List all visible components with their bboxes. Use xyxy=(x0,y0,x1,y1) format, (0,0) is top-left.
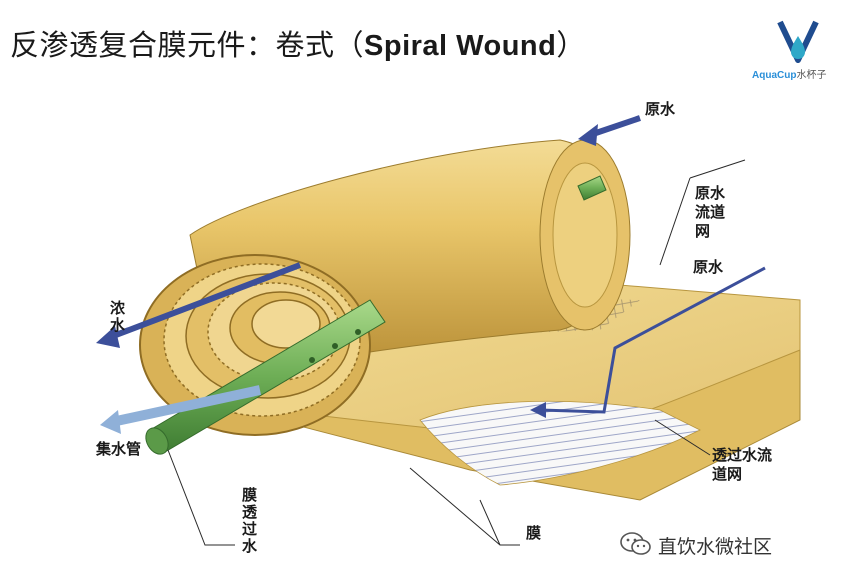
leader-membrane-permeate xyxy=(167,449,235,546)
label-raw-water-top: 原水 xyxy=(645,100,676,118)
logo-text: AquaCup水杯子 xyxy=(752,70,827,81)
raw-water-flow-line xyxy=(539,266,766,414)
raw-water-inlet-arrow xyxy=(589,115,641,138)
wechat-icon xyxy=(620,532,651,555)
label-raw-water-channel-net: 原水流道网 xyxy=(695,184,726,240)
title-english: Spiral Wound xyxy=(364,30,557,62)
page-title: 反渗透复合膜元件：卷式（Spiral Wound） xyxy=(10,22,586,64)
leader-permeate-net xyxy=(654,419,711,456)
concentrate-arrow xyxy=(106,262,302,341)
spiral-cross-section xyxy=(139,254,371,436)
permeate-outlet-arrow xyxy=(110,385,262,427)
label-raw-water-mid: 原水 xyxy=(693,258,724,276)
watermark-text: 直饮水微社区 xyxy=(658,536,773,558)
label-permeate-channel-net: 透过水流道网 xyxy=(712,446,773,483)
leader-membrane xyxy=(409,467,520,546)
leader-raw-net xyxy=(659,159,746,266)
label-membrane: 膜 xyxy=(526,524,542,542)
label-collection-tube: 集水管 xyxy=(96,440,142,458)
label-concentrate: 浓水 xyxy=(110,299,126,334)
aquacup-logo-icon xyxy=(777,20,819,63)
collection-tube-back xyxy=(577,175,607,201)
title-suffix: ） xyxy=(556,28,586,62)
title-prefix: 反渗透复合膜元件：卷式（ xyxy=(10,28,365,62)
permeate-channel-net xyxy=(419,400,701,486)
label-membrane-permeate: 膜透过水 xyxy=(242,486,258,555)
roll-end-inner xyxy=(552,162,618,308)
